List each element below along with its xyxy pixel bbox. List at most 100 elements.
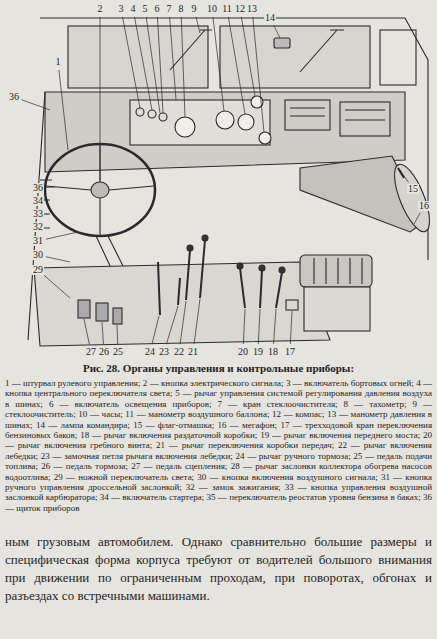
wiper: [300, 30, 344, 72]
callout-number: 29: [32, 265, 44, 275]
callout-number: 3: [118, 4, 125, 14]
leader-line: [213, 17, 224, 111]
air-gauge: [238, 114, 254, 130]
key-entry: 6 — включатель освещения приборов;: [49, 399, 212, 409]
steering-column: [96, 236, 124, 270]
callout-number: 27: [85, 347, 97, 357]
key-entry: 2 — кнопка электрического сигнала;: [143, 378, 284, 388]
leader-line: [258, 309, 260, 344]
cab-drawing: [28, 18, 437, 346]
callout-number: 5: [142, 4, 149, 14]
key-entry: 3 — включатель бортовых огней;: [286, 378, 414, 388]
panel-box: [340, 102, 390, 136]
callout-number: 15: [407, 184, 419, 194]
key-entry: 1 — штурвал рулевого управления;: [5, 378, 141, 388]
hand-brake: [158, 262, 160, 315]
leader-line: [400, 170, 408, 182]
key-entry: 32 — замок зажигания;: [186, 482, 281, 492]
callout-number: 6: [154, 4, 161, 14]
key-entry: 24 — рычаг ручного тормоза;: [235, 451, 350, 461]
leader-line: [45, 227, 46, 228]
callout-number: 30: [32, 250, 44, 260]
leader-line: [102, 322, 103, 344]
brake-pedal: [96, 303, 108, 321]
wiper: [170, 30, 212, 70]
key-entry: 21 — рычаг переключения коробки передач;: [156, 440, 334, 450]
leader-line: [253, 17, 264, 132]
seat-pleats: [314, 258, 362, 284]
lever-knob: [279, 267, 285, 273]
callout-number: 7: [166, 4, 173, 14]
leader-line: [274, 25, 280, 38]
key-entry: 26 — педаль тормоза;: [41, 461, 128, 471]
key-entry: 29 — ножной переключатель света;: [54, 472, 194, 482]
tachometer: [175, 117, 195, 137]
callout-number: 4: [130, 4, 137, 14]
leader-line: [117, 325, 119, 344]
leader-line: [194, 299, 200, 344]
callout-number: 22: [173, 347, 185, 357]
tyre-gauge: [259, 132, 271, 144]
callout-number: 25: [112, 347, 124, 357]
leader-line: [152, 316, 159, 344]
leader-line: [241, 17, 255, 96]
transfer-levers: [240, 268, 282, 308]
leader-line: [290, 311, 292, 344]
floor: [34, 262, 330, 346]
seat-cushion: [304, 287, 370, 331]
callout-number: 23: [158, 347, 170, 357]
figure-caption: Рис. 28. Органы управления и контрольные…: [4, 362, 433, 375]
seat-back: [300, 255, 372, 287]
callout-number: 8: [178, 4, 185, 14]
cab-frame: [40, 18, 428, 260]
commander-lamp: [274, 38, 290, 48]
key-entry: 10 — часы;: [78, 409, 122, 419]
callout-number: 33: [32, 209, 44, 219]
leader-line: [46, 200, 48, 201]
levers: [178, 240, 205, 305]
key-entry: 30 — кнопка включения воздушного сигнала…: [197, 472, 377, 482]
callout-number: 36: [32, 183, 44, 193]
key-entry: 27 — педаль сцепления;: [131, 461, 227, 471]
lever-knob: [237, 263, 243, 269]
switch: [136, 108, 144, 116]
key-entry: 19 — рычаг включения переднего моста;: [260, 430, 420, 440]
key-entry: 14 — лампа командира;: [36, 420, 130, 430]
leader-line: [170, 17, 176, 100]
body-paragraph: ным грузовым автомобилем. Однако сравнит…: [5, 533, 432, 605]
callout-number: 24: [144, 347, 156, 357]
leader-line: [84, 319, 89, 344]
dashboard: [45, 92, 405, 172]
lever-knob: [187, 245, 193, 251]
key-entry: 11 — манометр воздушного баллона;: [125, 409, 269, 419]
callout-number: 32: [32, 222, 44, 232]
clock: [216, 111, 234, 129]
leader-line: [243, 309, 245, 344]
callout-number: 34: [32, 196, 44, 206]
leader-line: [414, 213, 420, 224]
callout-number: 19: [252, 347, 264, 357]
key-entry: 8 — тахометр;: [344, 399, 407, 409]
leader-line: [46, 257, 70, 262]
flag: [398, 168, 404, 178]
switch: [159, 113, 167, 121]
side-window: [380, 30, 416, 85]
callout-number: 11: [221, 4, 233, 14]
key-entry: 7 — кран стеклоочистителя;: [218, 399, 338, 409]
callout-number: 9: [191, 4, 198, 14]
switch: [148, 110, 156, 118]
leader-line: [46, 187, 55, 189]
callout-number: 21: [187, 347, 199, 357]
leader-line: [46, 214, 47, 215]
lever-knob: [202, 235, 208, 241]
lever-knob: [259, 265, 265, 271]
callout-number: 2: [97, 4, 104, 14]
callout-number: 36: [8, 92, 20, 102]
clutch-pedal: [78, 300, 90, 318]
callout-number: 10: [206, 4, 218, 14]
leader-line: [22, 100, 50, 110]
leader-line: [166, 306, 178, 344]
callout-number: 12: [234, 4, 246, 14]
callout-number: 1: [55, 57, 62, 67]
